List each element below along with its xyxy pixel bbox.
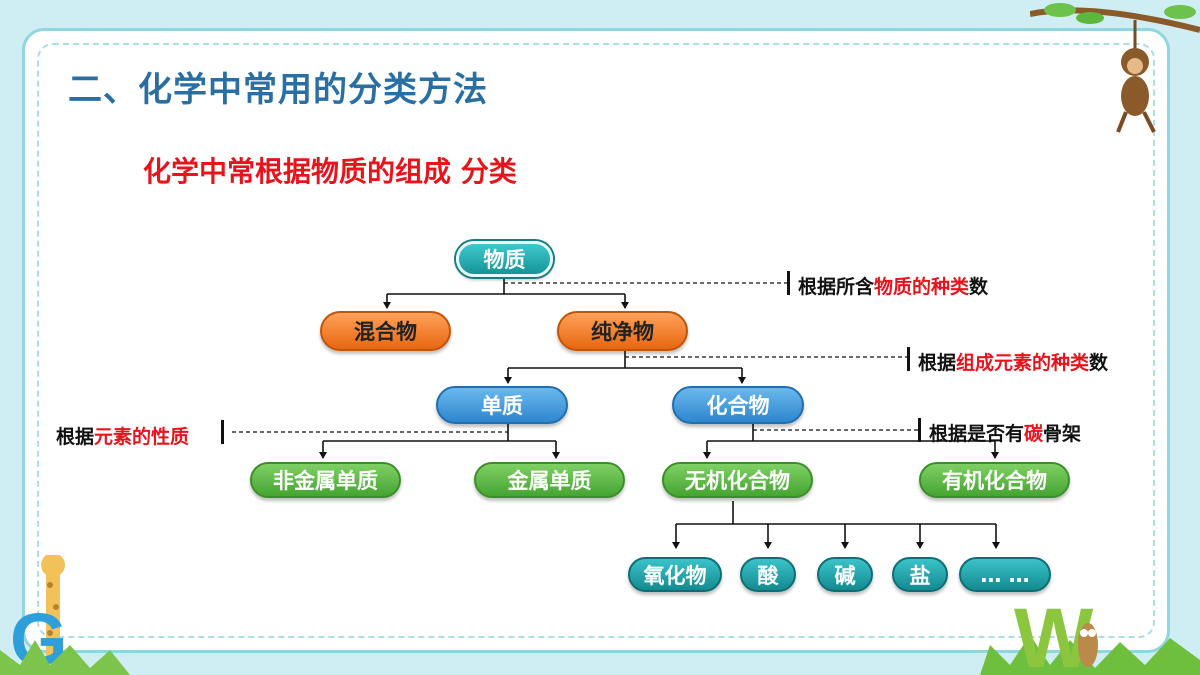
- annotation-text: 根据: [56, 426, 95, 448]
- annotation-highlight: 物质的种类: [874, 276, 970, 298]
- slide-subtitle: 化学中常根据物质的组成 分类: [143, 155, 517, 188]
- annotation-by-element-kinds: 根据组成元素的种类数: [918, 348, 1108, 375]
- node-compound: 化合物: [672, 386, 804, 424]
- annotation-highlight: 碳: [1024, 423, 1044, 445]
- node-salt: 盐: [892, 557, 948, 592]
- node-organic-compound: 有机化合物: [919, 462, 1070, 498]
- annotation-by-carbon-skeleton: 根据是否有碳骨架: [929, 419, 1081, 446]
- annotation-by-substance-kinds: 根据所含物质的种类数: [798, 272, 988, 299]
- slide-title: 二、化学中常用的分类方法: [68, 70, 488, 110]
- node-matter: 物质: [456, 241, 553, 277]
- annotation-text: 数: [1089, 352, 1109, 374]
- node-more: … …: [959, 557, 1051, 592]
- annotation-marker: [787, 271, 790, 295]
- node-nonmetal-element: 非金属单质: [250, 462, 401, 498]
- annotation-by-element-property: 根据元素的性质: [56, 422, 189, 449]
- node-oxide: 氧化物: [628, 557, 722, 592]
- node-mixture: 混合物: [320, 311, 451, 351]
- node-pure-substance: 纯净物: [557, 311, 688, 351]
- annotation-marker: [907, 347, 910, 371]
- slide-frame-dashed-border: [37, 43, 1155, 638]
- node-inorganic-compound: 无机化合物: [662, 462, 813, 498]
- node-metal-element: 金属单质: [474, 462, 625, 498]
- annotation-text: 根据: [918, 352, 957, 374]
- annotation-highlight: 元素的性质: [94, 426, 190, 448]
- annotation-marker: [221, 420, 224, 444]
- tree-branch-monkey-decoration: [1030, 3, 1200, 133]
- node-base: 碱: [817, 557, 873, 592]
- letter-w-character-decoration: W: [1014, 591, 1098, 675]
- annotation-marker: [918, 418, 921, 442]
- node-element-substance: 单质: [436, 386, 568, 424]
- annotation-text: 数: [969, 276, 989, 298]
- annotation-text: 根据是否有: [929, 423, 1025, 445]
- annotation-text: 根据所含: [798, 276, 875, 298]
- annotation-text: 骨架: [1043, 423, 1082, 445]
- annotation-highlight: 组成元素的种类: [956, 352, 1090, 374]
- grass-decoration: [0, 635, 1200, 675]
- node-acid: 酸: [740, 557, 796, 592]
